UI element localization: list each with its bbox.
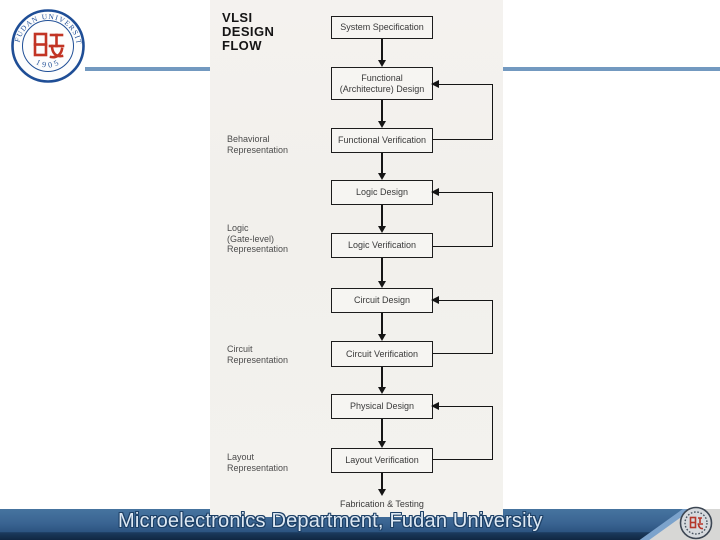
flow-arrow-down [378, 258, 385, 288]
seal-calligraphy-glyph [33, 32, 65, 59]
figure-title: VLSI DESIGN FLOW [222, 10, 275, 53]
feedback-loop-logic [431, 187, 493, 247]
flow-arrow-down [378, 100, 385, 128]
seal-inner-ring [22, 20, 74, 72]
flow-terminal-fabrication-testing: Fabrication & Testing [340, 499, 424, 509]
side-label-circuit: Circuit Representation [227, 344, 289, 365]
footer-caption: Microelectronics Department, Fudan Unive… [118, 510, 543, 532]
feedback-loop-circuit [431, 295, 493, 354]
flow-box-functional-design: Functional (Architecture) Design [331, 67, 433, 100]
flow-arrow-down [378, 39, 385, 67]
side-label-behavioral: Behavioral Representation [227, 134, 289, 155]
flow-arrow-down [378, 205, 385, 233]
fudan-seal-logo: FUDAN UNIVERSITY 1905 [10, 8, 85, 83]
flow-arrow-down [378, 367, 385, 394]
vlsi-design-flow-figure: VLSI DESIGN FLOW System Specification Fu… [210, 0, 503, 517]
flow-arrow-down [378, 313, 385, 341]
flow-arrow-down [378, 153, 385, 180]
feedback-loop-functional [431, 79, 493, 140]
flow-box-layout-verification: Layout Verification [331, 448, 433, 473]
flow-box-circuit-verification: Circuit Verification [331, 341, 433, 367]
seal-outer-ring [11, 9, 85, 83]
flow-box-logic-verification: Logic Verification [331, 233, 433, 258]
side-label-layout: Layout Representation [227, 452, 289, 473]
flow-arrow-down [378, 419, 385, 448]
flow-box-physical-design: Physical Design [331, 394, 433, 419]
seal-year-text: 1905 [34, 57, 62, 70]
flow-box-system-specification: System Specification [331, 16, 433, 39]
feedback-loop-layout [431, 401, 493, 460]
fudan-seal-logo-small [679, 506, 713, 540]
flow-box-logic-design: Logic Design [331, 180, 433, 205]
side-label-logic: Logic (Gate-level) Representation [227, 223, 289, 254]
flow-box-circuit-design: Circuit Design [331, 288, 433, 313]
flow-box-functional-verification: Functional Verification [331, 128, 433, 153]
flow-arrow-down [378, 473, 385, 496]
